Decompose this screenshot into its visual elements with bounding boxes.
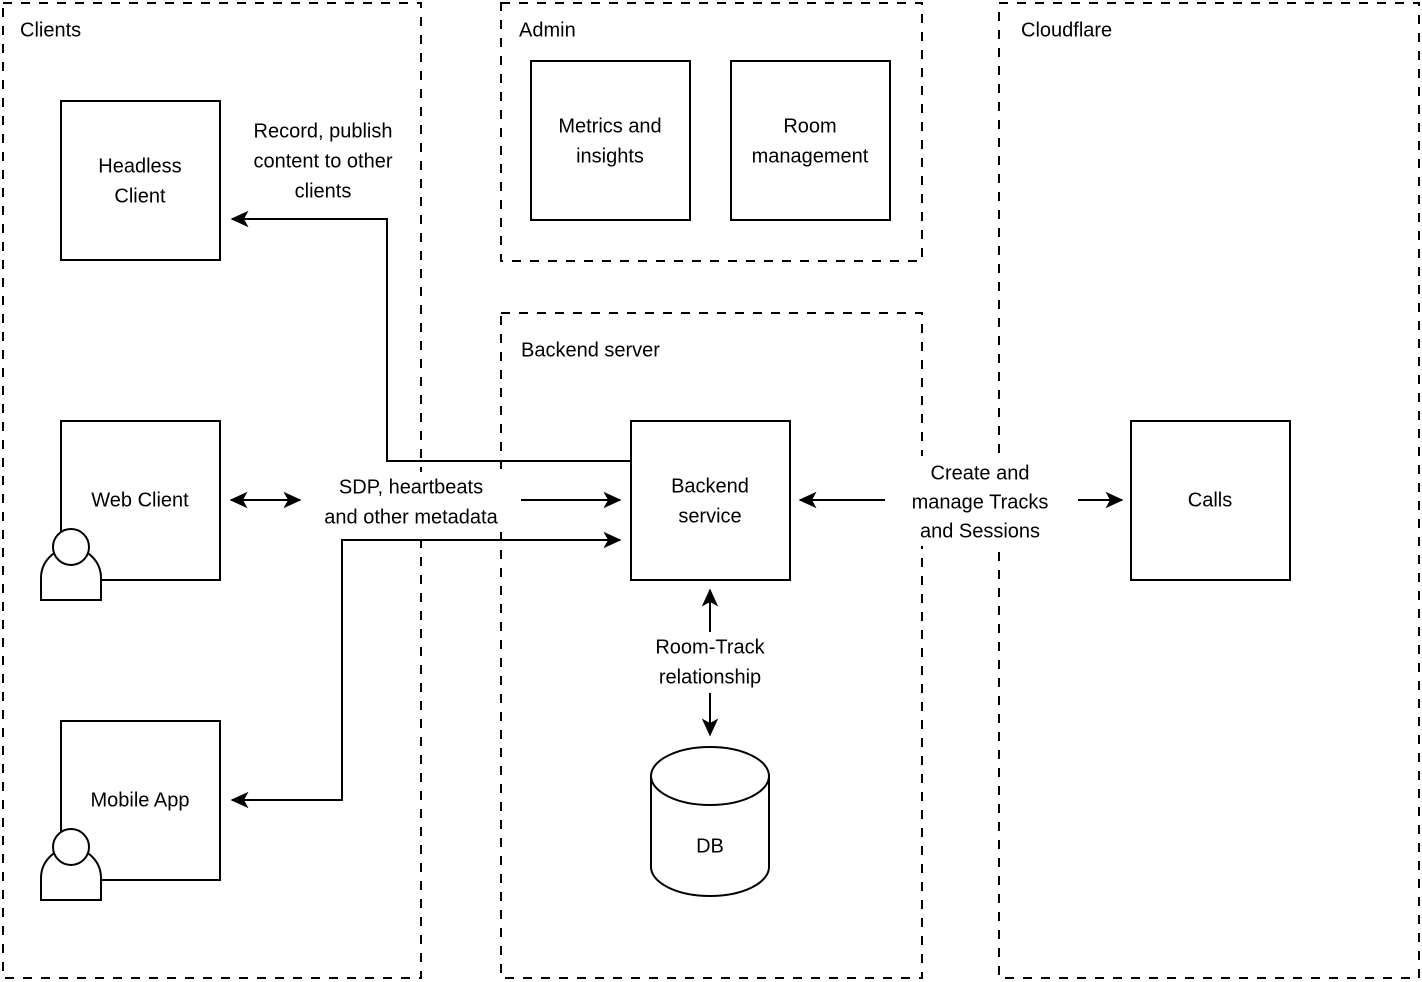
node-room-management[interactable]: Room management [730,60,891,221]
edge-label-room-track-backdrop [644,633,776,693]
group-cloudflare-title: Cloudflare [1021,19,1112,41]
node-db-body[interactable] [650,776,770,897]
node-backend-service-box[interactable] [630,420,791,581]
node-room-management-box[interactable] [730,60,891,221]
edge-record-publish-line [230,210,630,462]
edge-label-sdp-metadata-backdrop [306,472,518,530]
group-clients-title: Clients [20,19,81,41]
node-mobile-app[interactable]: Mobile App [40,720,221,901]
group-cloudflare-frame [998,2,1420,979]
node-calls[interactable]: Calls [1130,420,1291,581]
edge-label-room-track-relationship: Room-Track relationship [644,633,776,693]
edge-label-record-publish-line2: content to other [254,150,393,172]
node-calls-box[interactable] [1130,420,1291,581]
node-metrics-and-insights[interactable]: Metrics and insights [530,60,691,221]
node-web-client[interactable]: Web Client [40,420,221,601]
mobile-app-actor-head [52,828,90,866]
edge-label-record-publish-line3: clients [295,180,352,202]
node-metrics-and-insights-label-line2: insights [576,145,644,167]
edge-label-create-manage-line1: Create and [931,462,1030,484]
node-db-label: DB [696,835,724,857]
edge-label-sdp-metadata: SDP, heartbeats and other metadata [306,472,518,530]
web-client-actor-head [52,528,90,566]
edge-label-sdp-metadata-line2: and other metadata [324,506,498,528]
node-web-client-label: Web Client [91,489,189,511]
edge-label-sdp-metadata-line1: SDP, heartbeats [339,476,483,498]
node-db-top [650,746,770,806]
web-client-actor-icon [40,528,102,601]
edge-label-room-track-line2: relationship [659,666,761,688]
edge-label-create-manage-line2: manage Tracks [912,491,1049,513]
edge-label-record-publish: Record, publish content to other clients [254,120,393,202]
edge-label-create-manage-backdrop [893,456,1071,546]
group-backend-server-frame [500,312,923,979]
node-metrics-and-insights-box[interactable] [530,60,691,221]
mobile-app-actor-icon [40,828,102,901]
node-backend-service-label-line2: service [678,505,741,527]
node-db[interactable]: DB [650,746,770,897]
edge-label-room-track-line1: Room-Track [655,636,765,658]
group-backend-server-title: Backend server [521,339,660,361]
group-admin-frame [500,2,923,262]
node-backend-service[interactable]: Backend service [630,420,791,581]
node-metrics-and-insights-label-line1: Metrics and [558,115,661,137]
node-headless-client[interactable]: Headless Client [60,100,221,261]
node-backend-service-label-line1: Backend [671,475,749,497]
edge-label-create-manage-line3: and Sessions [920,520,1040,542]
node-headless-client-label-line2: Client [114,185,166,207]
group-cloudflare: Cloudflare [998,2,1420,979]
edge-label-create-manage-tracks: Create and manage Tracks and Sessions [893,456,1071,546]
node-room-management-label-line1: Room [783,115,836,137]
group-admin: Admin [500,2,923,262]
edge-label-record-publish-line1: Record, publish [254,120,393,142]
edge-mobile-to-backend-line [232,531,622,801]
node-headless-client-label-line1: Headless [98,155,181,177]
node-headless-client-box[interactable] [60,100,221,261]
node-mobile-app-label: Mobile App [91,789,190,811]
group-backend-server: Backend server [500,312,923,979]
node-calls-label: Calls [1188,489,1232,511]
node-room-management-label-line2: management [752,145,869,167]
group-admin-title: Admin [519,19,576,41]
